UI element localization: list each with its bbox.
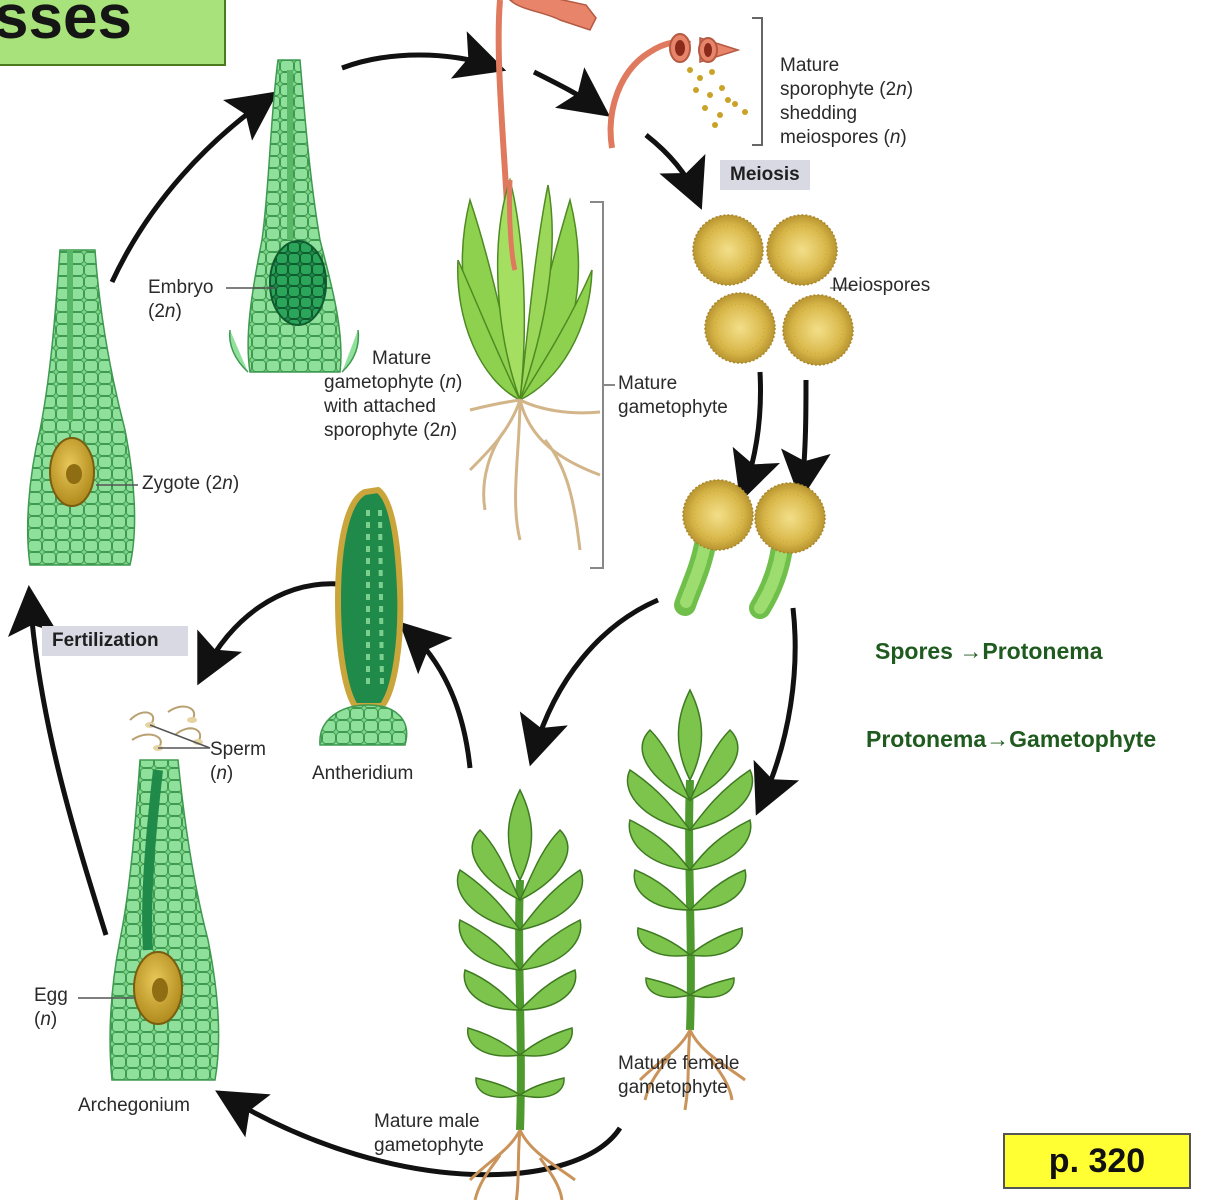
fertilization-tag: Fertilization xyxy=(42,626,188,656)
label-meiospores: Meiospores xyxy=(832,275,931,296)
title-box xyxy=(0,0,226,66)
page-ref-box xyxy=(1003,1133,1191,1189)
label-zygote: Zygote (2n) xyxy=(142,473,240,494)
label-egg: Egg(n) xyxy=(34,985,68,1030)
label-antheridium: Antheridium xyxy=(312,763,414,784)
label-sperm: Sperm(n) xyxy=(210,739,266,784)
page-ref-text: p. 320 xyxy=(1048,1142,1146,1180)
note-spores-protonema: Spores →Protonema xyxy=(875,638,1103,664)
note-protonema-gametophyte: Protonema→Gametophyte xyxy=(866,726,1157,752)
meiosis-tag: Meiosis xyxy=(720,160,810,190)
label-archegonium: Archegonium xyxy=(78,1095,190,1116)
label-embryo: Embryo(2n) xyxy=(148,277,214,322)
title-fragment: sses xyxy=(0,0,132,52)
